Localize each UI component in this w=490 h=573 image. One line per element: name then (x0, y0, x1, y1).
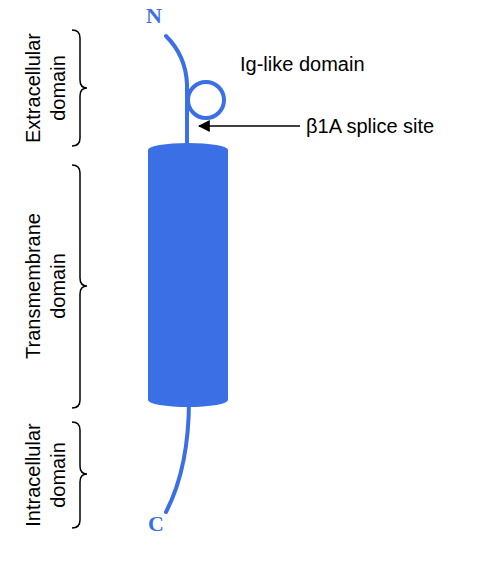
n-terminal-strand (166, 36, 187, 84)
region-label: Intracellular domain (21, 415, 71, 535)
c-terminal-strand (166, 400, 189, 512)
brackets (72, 30, 87, 528)
strand (185, 84, 189, 118)
domain-label: Ig-like domain (240, 52, 365, 77)
region-label: Extracellular domain (21, 24, 71, 152)
leader-arrow (199, 125, 300, 127)
region-label: Transmembrane domain (21, 186, 71, 386)
ig-loop (188, 82, 224, 118)
c-terminus: C (148, 510, 164, 538)
splice-site-label: β1A splice site (306, 114, 434, 139)
n-terminus: N (146, 2, 162, 30)
transmembrane-cylinder (148, 143, 228, 407)
